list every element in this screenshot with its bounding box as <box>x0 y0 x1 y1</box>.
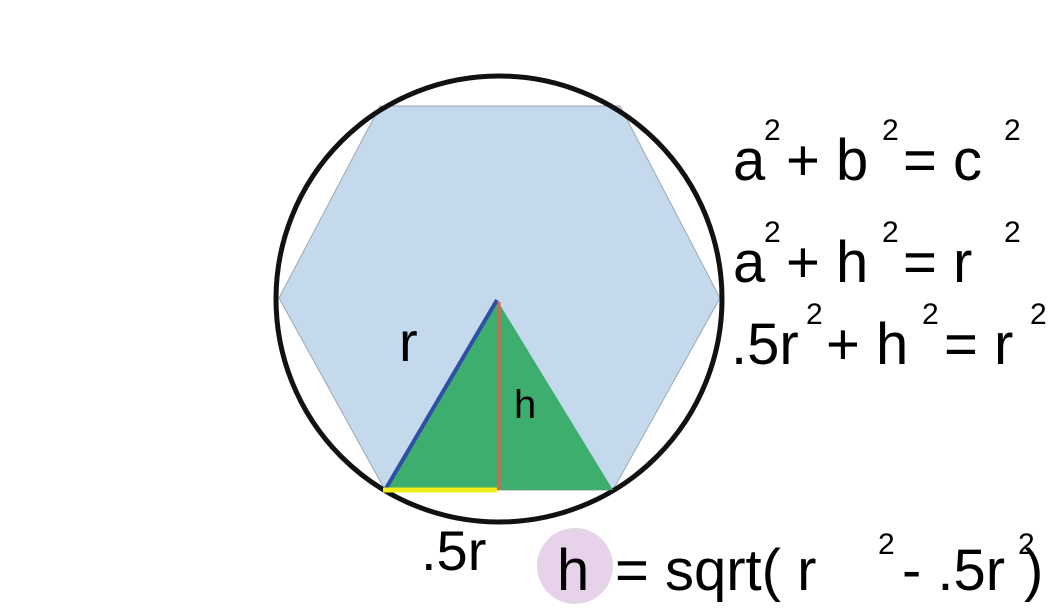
radius-line <box>383 298 499 492</box>
svg-text:a: a <box>733 230 766 295</box>
svg-text:2: 2 <box>1004 114 1021 147</box>
svg-text:= sqrt( r: = sqrt( r <box>615 538 816 603</box>
svg-text:2: 2 <box>1004 216 1021 249</box>
equation-half-radius: .5r 2 + h 2 = r 2 <box>731 298 1047 377</box>
svg-text:2: 2 <box>1030 298 1047 331</box>
radius-label: r <box>399 310 418 373</box>
height-label: h <box>514 383 536 427</box>
svg-text:a: a <box>733 128 766 193</box>
half-radius-label: .5r <box>421 519 486 582</box>
svg-text:+ h: + h <box>826 312 908 377</box>
svg-text:+ b: + b <box>786 128 868 193</box>
svg-text:h: h <box>557 538 589 603</box>
svg-text:2: 2 <box>764 216 781 249</box>
svg-text:- .5r: - .5r <box>902 538 1005 603</box>
svg-text:2: 2 <box>882 216 899 249</box>
equation-pythagorean: a 2 + b 2 = c 2 <box>733 114 1021 193</box>
svg-text:= r: = r <box>903 230 972 295</box>
svg-text:2: 2 <box>764 114 781 147</box>
equation-result: h = sqrt( r 2 - .5r 2 ) <box>537 528 1043 604</box>
svg-text:2: 2 <box>878 528 895 561</box>
equation-substituted: a 2 + h 2 = r 2 <box>733 216 1021 295</box>
svg-text:): ) <box>1024 538 1043 603</box>
svg-text:2: 2 <box>806 298 823 331</box>
svg-text:2: 2 <box>1018 528 1035 561</box>
svg-text:2: 2 <box>922 298 939 331</box>
svg-text:= c: = c <box>903 128 982 193</box>
svg-text:.5r: .5r <box>731 312 799 377</box>
circumscribed-circle <box>273 73 725 525</box>
svg-text:= r: = r <box>944 312 1013 377</box>
h-highlight <box>537 528 613 604</box>
svg-text:2: 2 <box>882 114 899 147</box>
svg-text:+ h: + h <box>786 230 868 295</box>
